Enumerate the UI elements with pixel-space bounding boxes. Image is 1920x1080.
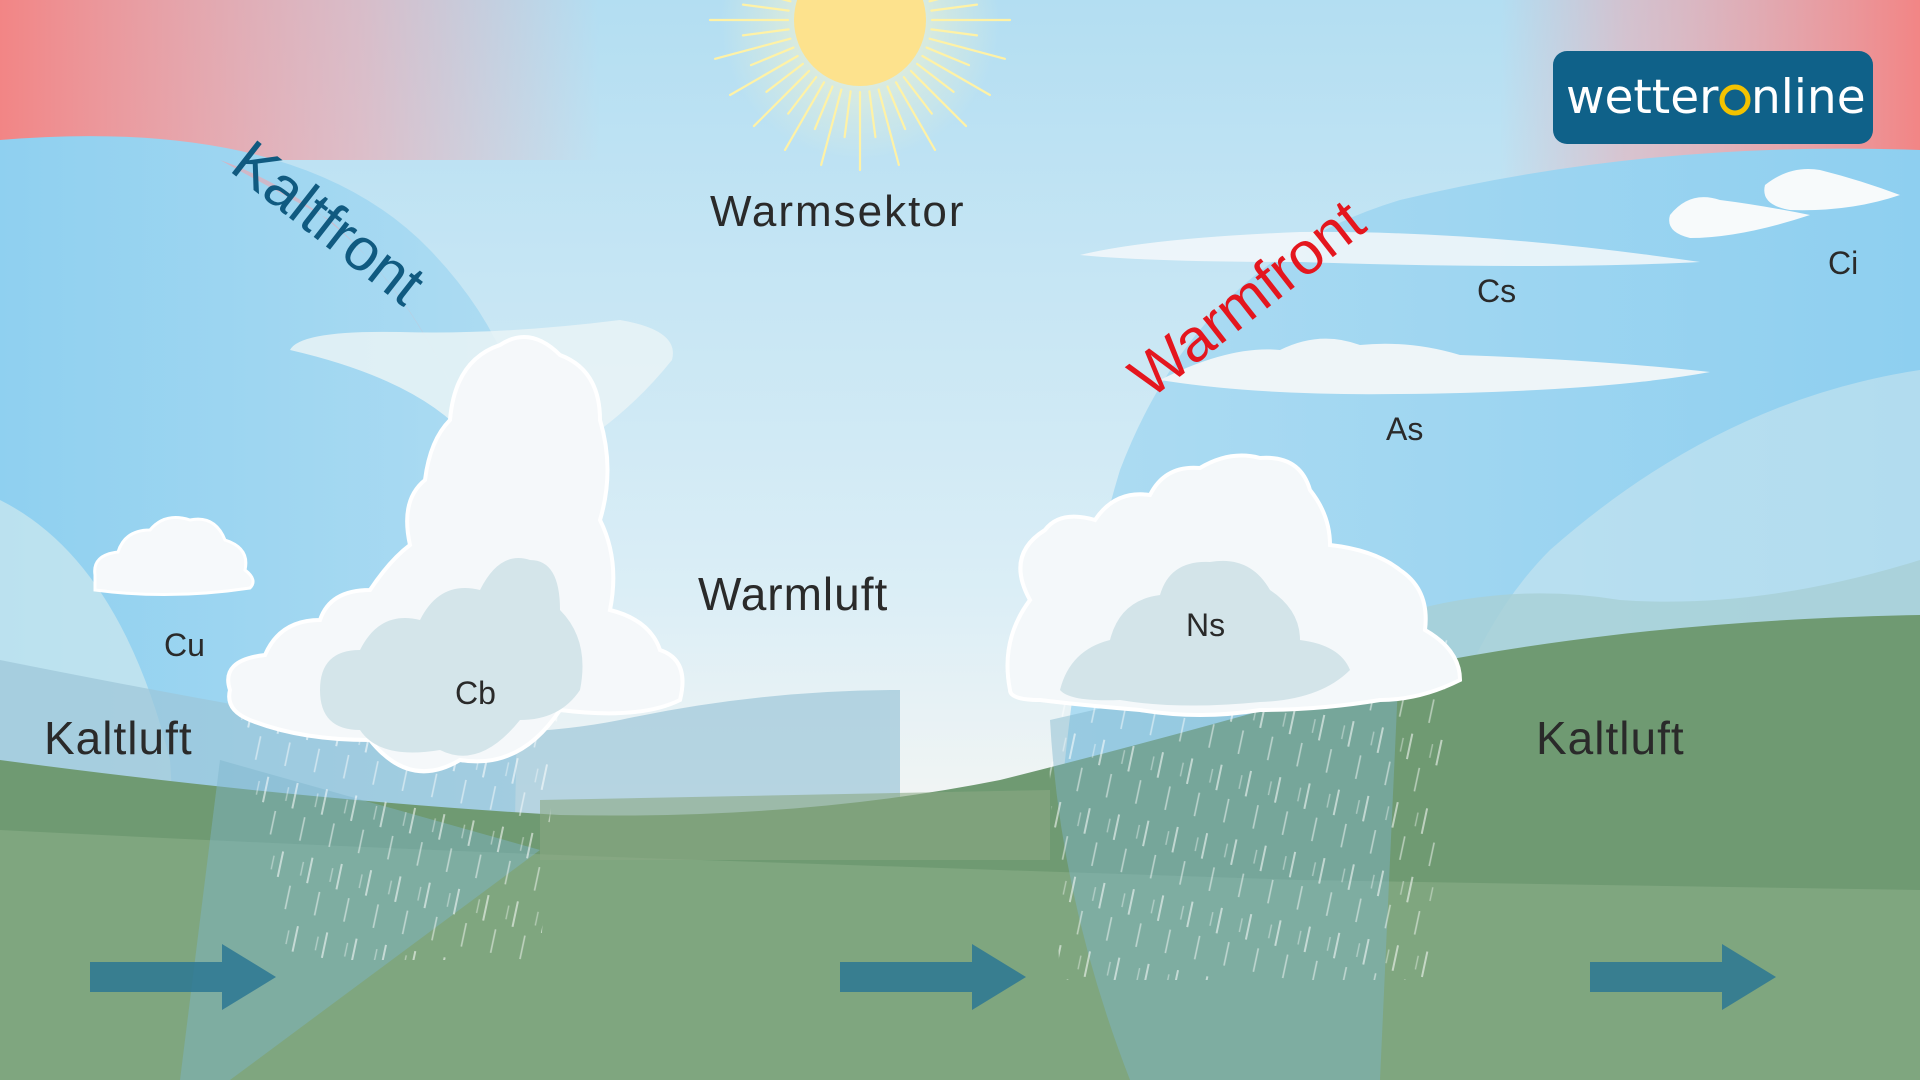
- sun-icon: [708, 0, 1012, 172]
- warm-sector-label: Warmsektor: [710, 187, 966, 236]
- logo-text-part1: wetter: [1566, 70, 1719, 125]
- arrow-right-icon: [90, 944, 276, 1010]
- warm-air-tint-left: [0, 0, 600, 160]
- ns-label: Ns: [1186, 607, 1225, 643]
- arrow-right-icon: [1590, 944, 1776, 1010]
- arrow-right-icon: [840, 944, 1026, 1010]
- ns-cloud: [1005, 453, 1463, 717]
- cs-cloud: [1080, 231, 1700, 266]
- cold-air-right-label: Kaltluft: [1536, 712, 1685, 764]
- ns-rain: [1045, 640, 1450, 980]
- cold-air-left-label: Kaltluft: [44, 712, 193, 764]
- cu-cloud: [93, 516, 255, 597]
- wetteronline-logo: wetter nline: [1553, 51, 1873, 144]
- cb-label: Cb: [455, 675, 496, 711]
- as-cloud: [1160, 338, 1710, 395]
- cb-cloud: [226, 335, 685, 774]
- ci-label: Ci: [1828, 245, 1858, 281]
- ci-cloud: [1669, 169, 1900, 238]
- as-label: As: [1386, 411, 1423, 447]
- logo-text-part2: nline: [1751, 70, 1866, 125]
- valley-floor: [540, 790, 1050, 860]
- cu-label: Cu: [164, 627, 205, 663]
- warm-air-label: Warmluft: [698, 568, 888, 620]
- logo-o-icon: [1719, 84, 1751, 116]
- cs-label: Cs: [1477, 273, 1516, 309]
